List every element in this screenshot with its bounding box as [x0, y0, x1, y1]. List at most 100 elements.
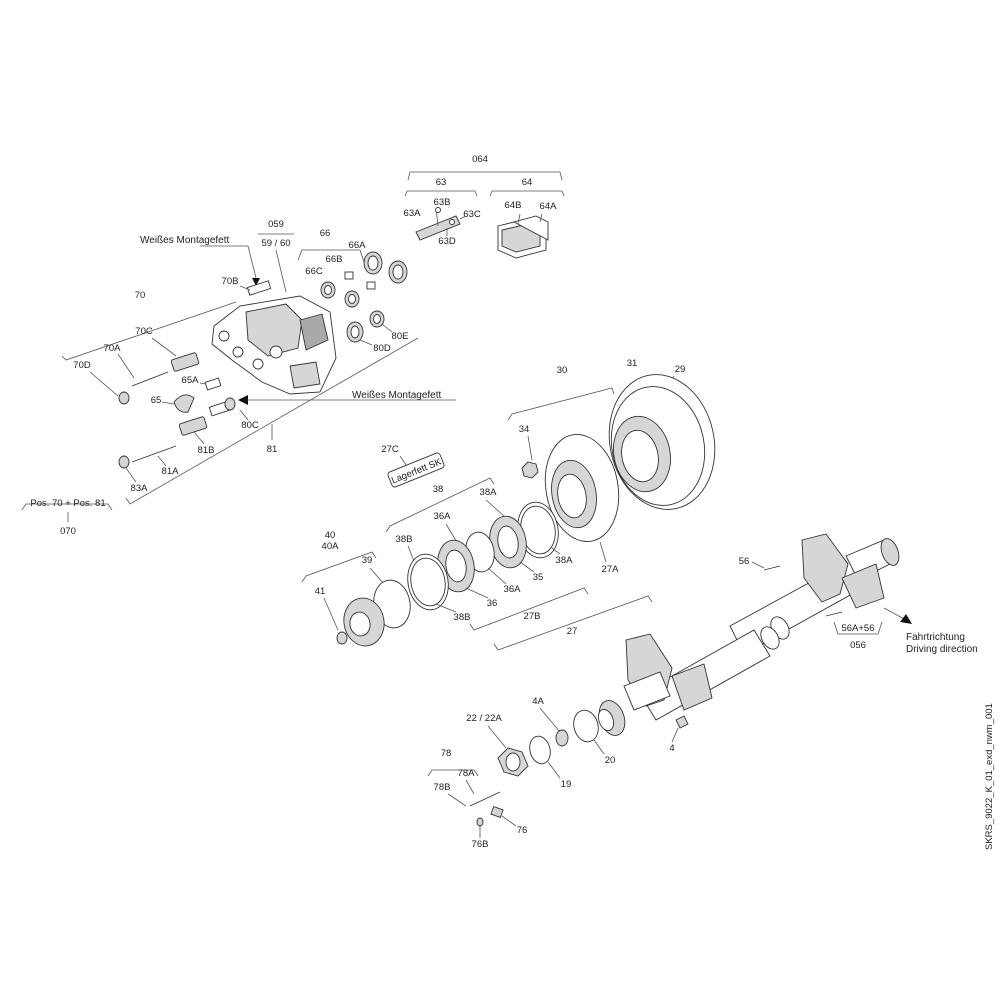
bracket-38: [385, 477, 495, 533]
caliper-port-2: [232, 346, 244, 358]
bracket-064: [407, 171, 563, 181]
lock-plate-76: [490, 805, 504, 819]
label-83A: 83A: [131, 483, 149, 494]
leader-65: [161, 401, 175, 405]
bolt-56A: [825, 611, 843, 617]
bolt-70A: [131, 371, 169, 387]
bolt-4: [675, 715, 689, 729]
bracket-81: [125, 337, 419, 505]
brake-disc-bore: [621, 429, 659, 483]
leader-38A-2: [551, 547, 561, 555]
bearing-race-38B-inner: [410, 557, 446, 607]
brake-pad-inner: [512, 215, 549, 241]
axle-tube-end-2: [760, 626, 780, 650]
label-35: 35: [533, 572, 544, 583]
bracket-70: [61, 301, 237, 361]
label-19: 19: [561, 779, 572, 790]
leader-70C: [151, 337, 177, 357]
label-65A: 65A: [182, 375, 200, 386]
leader-65A: [199, 382, 207, 385]
axle-group: 56 56A+56 056 Fahrtrichtung Driving dire…: [427, 533, 978, 850]
label-66C: 66C: [305, 266, 323, 277]
grease-arrow-mid: [238, 395, 248, 405]
label-27A: 27A: [602, 564, 620, 575]
label-78A: 78A: [458, 768, 476, 779]
bracket-63: [404, 190, 478, 197]
label-22-22A: 22 / 22A: [466, 713, 502, 724]
grease-tube-body: [387, 452, 445, 488]
label-38B-2: 38B: [454, 612, 471, 623]
label-27C: 27C: [381, 444, 399, 455]
leader-grease-top: [200, 245, 257, 279]
stub-axle-spindle-end: [597, 708, 615, 732]
clip-bolt: [435, 207, 441, 213]
label-70C: 70C: [135, 326, 153, 337]
label-70A: 70A: [104, 343, 122, 354]
leader-38B-2: [435, 603, 457, 613]
label-65: 65: [151, 395, 162, 406]
label-78: 78: [441, 748, 452, 759]
caliper-port-1: [218, 330, 230, 342]
label-30: 30: [557, 365, 568, 376]
bracket-40: [301, 551, 377, 583]
label-36A-2: 36A: [504, 584, 522, 595]
bracket-64: [489, 190, 565, 197]
caliper-bridge: [245, 303, 303, 357]
nut-34: [521, 461, 539, 479]
label-27: 27: [567, 626, 578, 637]
label-80C: 80C: [241, 420, 259, 431]
leader-22: [487, 725, 507, 749]
leader-78A: [465, 779, 475, 795]
label-70B: 70B: [222, 276, 239, 287]
label-66A: 66A: [349, 240, 367, 251]
bracket-27: [493, 595, 653, 651]
label-76: 76: [517, 825, 528, 836]
leader-19: [547, 761, 561, 779]
label-20: 20: [605, 755, 616, 766]
label-38: 38: [433, 484, 444, 495]
label-4A: 4A: [532, 696, 544, 707]
direction-arrow-head: [900, 614, 912, 624]
leader-41: [323, 597, 339, 631]
direction-label-en: Driving direction: [906, 644, 978, 655]
stub-axle-lower: [623, 671, 671, 711]
label-66B: 66B: [326, 254, 343, 265]
piston-boot-1-inner: [367, 255, 379, 271]
label-80E: 80E: [392, 331, 409, 342]
label-63C: 63C: [463, 209, 481, 220]
leader-36A-2: [487, 567, 507, 585]
hub-cap-dome: [349, 611, 371, 637]
leader-38A-1: [485, 499, 505, 517]
leader-80D: [359, 339, 373, 346]
label-70: 70: [135, 290, 146, 301]
hub-bore: [557, 473, 587, 519]
grease-arrow-top: [252, 278, 260, 286]
pad-kit-group: 064 63 64 63B 63A 63C 63D 64B 64A: [404, 154, 565, 259]
leader-83A: [125, 467, 137, 483]
label-81A: 81A: [162, 466, 180, 477]
grease-callout-mid: Weißes Montagefett: [352, 390, 442, 401]
leader-70D: [89, 371, 119, 397]
label-056: 056: [850, 640, 866, 651]
label-40: 40: [325, 530, 336, 541]
lock-bolt-78: [469, 791, 501, 807]
label-40A: 40A: [322, 541, 340, 552]
leader-27A: [599, 541, 607, 563]
axle-nut-bore: [505, 752, 521, 772]
label-59-60: 59 / 60: [261, 238, 290, 249]
leader-059: [275, 249, 287, 293]
label-31: 31: [627, 358, 638, 369]
label-059: 059: [268, 219, 284, 230]
bracket-78: [427, 769, 479, 777]
caliper-window: [299, 313, 329, 351]
label-66: 66: [320, 228, 331, 239]
leader-36: [465, 587, 489, 599]
bracket-070: [21, 503, 113, 511]
cap-70D: [118, 391, 130, 405]
drawing-id: SKRS_9022_K_01_exd_nwm_001: [984, 703, 995, 850]
direction-label-de: Fahrtrichtung: [906, 632, 965, 643]
label-78B: 78B: [434, 782, 451, 793]
cover-cap-65: [173, 394, 195, 413]
hub-disc-group: 30 31 29 27A 34 27C Lagerfett SK 38 38A …: [301, 358, 716, 651]
